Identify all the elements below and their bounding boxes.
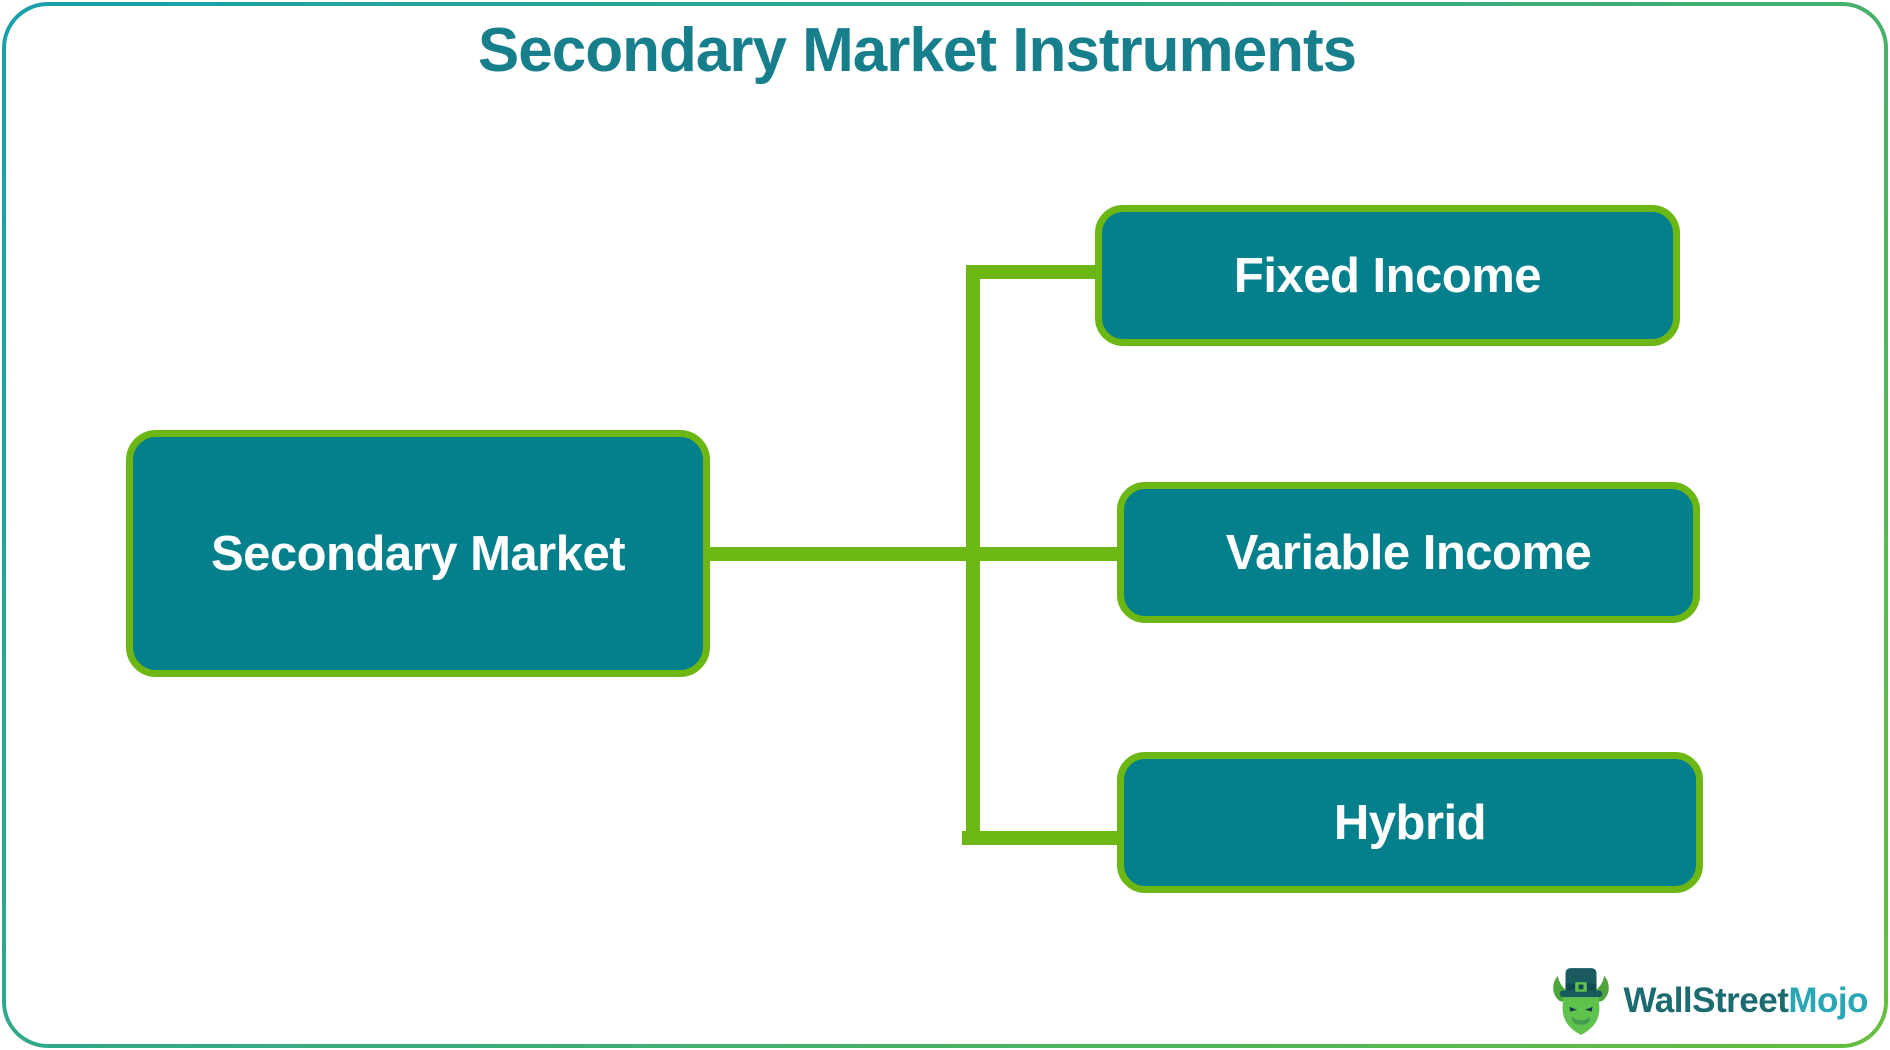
node-hybrid-label: Hybrid [1333, 795, 1487, 850]
bull-with-top-hat-icon [1550, 966, 1612, 1036]
connector-spine [966, 265, 980, 845]
node-fixed-income: Fixed Income [1095, 205, 1680, 346]
connector-branch-top [966, 265, 1101, 279]
node-fixed-income-label: Fixed Income [1233, 248, 1542, 303]
brand-wordmark: WallStreetMojo [1624, 981, 1869, 1021]
node-secondary-market: Secondary Market [126, 430, 710, 677]
node-hybrid: Hybrid [1117, 752, 1703, 893]
node-variable-income: Variable Income [1117, 482, 1700, 623]
node-variable-income-label: Variable Income [1225, 525, 1592, 580]
page-title: Secondary Market Instruments [477, 16, 1357, 85]
brand-logo: WallStreetMojo [1550, 966, 1869, 1036]
brand-wordmark-primary: WallStreet [1623, 981, 1789, 1020]
node-secondary-market-label: Secondary Market [210, 526, 626, 581]
connector-branch-bottom [962, 831, 1123, 845]
connector-root-to-spine [703, 547, 1123, 561]
brand-wordmark-accent: Mojo [1788, 981, 1868, 1020]
